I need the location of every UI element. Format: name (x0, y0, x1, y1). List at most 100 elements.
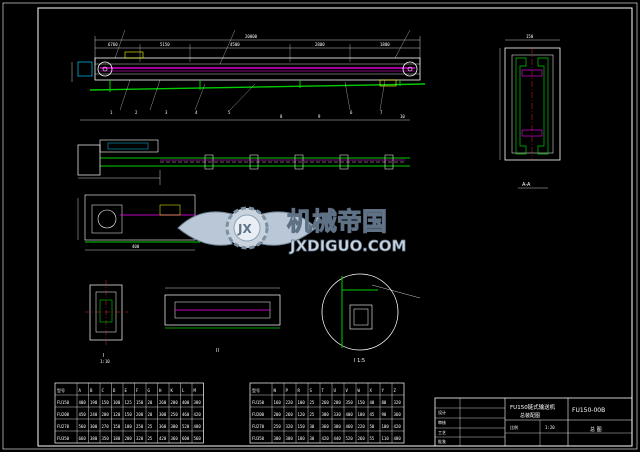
table-cell: 420 (194, 412, 202, 417)
table-cell: 25 (310, 412, 315, 417)
table-cell: 200 (102, 412, 110, 417)
table-cell: 600 (182, 436, 190, 441)
table-cell: 480 (194, 424, 202, 429)
table-cell: 350 (346, 400, 354, 405)
table-header-cell: P (286, 388, 289, 393)
table-cell: 200 (125, 436, 133, 441)
table-cell: 460 (346, 424, 354, 429)
sheet-inner-border (37, 7, 633, 447)
table-cell: 450 (79, 412, 87, 417)
detail-one-view: I 1:10 (85, 280, 128, 364)
label-detail-two: II (216, 348, 219, 354)
watermark-badge: JX (237, 222, 252, 236)
part-number-8: 8 (280, 114, 283, 119)
table-cell: 100 (298, 400, 306, 405)
table-header-cell: L (182, 388, 185, 393)
cell-scale: 比例 (510, 424, 518, 430)
table-cell: 260 (322, 400, 330, 405)
detail-two-view: II (164, 287, 281, 354)
label-section-a: A-A (522, 182, 531, 188)
table-cell: 460 (182, 412, 190, 417)
dim-segment-d: 2800 (315, 42, 325, 47)
table-cell: 150 (125, 412, 133, 417)
table-cell: 300 (274, 436, 282, 441)
part-number-1: 1 (110, 110, 113, 115)
table-cell: 240 (90, 412, 98, 417)
table-header-cell: S (310, 388, 313, 393)
watermark-brand-cn: 机械帝国 (287, 207, 387, 236)
title-block: FU150链式输送机 总装配图 FU150-00B 总 图 设计 审核 工艺 批… (434, 397, 633, 447)
table-cell: 360 (159, 424, 167, 429)
table-cell: 280 (334, 400, 342, 405)
table-cell: 150 (298, 424, 306, 429)
table-cell: FU270 (57, 424, 70, 429)
table-header-cell: B (90, 388, 93, 393)
table-header-cell: U (334, 388, 337, 393)
dim-detail-width: 400 (132, 244, 140, 249)
table-cell: 520 (346, 436, 354, 441)
cell-scale-value: 1:20 (545, 425, 555, 430)
table-cell: 220 (358, 424, 366, 429)
drawing-number: FU150-00B (572, 407, 605, 414)
table-cell: 260 (159, 400, 167, 405)
table-cell: 320 (394, 400, 402, 405)
table-cell: FU150 (252, 400, 265, 405)
table-header-cell: K (171, 388, 174, 393)
table-header-cell: M (194, 388, 197, 393)
part-number-2: 2 (135, 110, 138, 115)
title-main: FU150链式输送机 (510, 403, 556, 411)
table-cell: 100 (113, 400, 121, 405)
table-cell: 30 (310, 424, 315, 429)
table-cell: 45 (370, 412, 375, 417)
table-cell: 300 (90, 424, 98, 429)
table-border (54, 382, 204, 444)
table-header-cell: W (358, 388, 361, 393)
table-cell: 400 (346, 412, 354, 417)
table-cell: 420 (322, 436, 330, 441)
table-cell: FU200 (252, 412, 265, 417)
table-cell: 300 (322, 412, 330, 417)
table-cell: 380 (286, 436, 294, 441)
table-cell: 250 (171, 412, 179, 417)
part-number-3: 3 (165, 110, 168, 115)
table-cell: 40 (370, 400, 375, 405)
sheet-label: 总 图 (590, 426, 602, 433)
table-cell: 180 (125, 424, 133, 429)
table-header-cell: Z (394, 388, 397, 393)
table-cell: 320 (136, 436, 144, 441)
table-cell: 560 (194, 436, 202, 441)
table-cell: FU150 (57, 400, 70, 405)
dim-segment-a: 6760 (108, 42, 118, 47)
label-detail-scale: 1:10 (100, 359, 110, 364)
table-cell: 270 (102, 424, 110, 429)
part-number-4: 4 (195, 110, 198, 115)
table-cell: 30 (310, 436, 315, 441)
table-cell: 520 (182, 424, 190, 429)
table-cell: 55 (370, 436, 375, 441)
table-cell: FU350 (252, 436, 265, 441)
part-number-9: 9 (318, 114, 321, 119)
table-cell: 380 (194, 400, 202, 405)
cell-design: 设计 (438, 409, 446, 415)
chain-plan-view: 8 9 10 (77, 114, 410, 185)
table-cell: 150 (102, 400, 110, 405)
table-cell: 360 (322, 424, 330, 429)
table-header-cell: Y (382, 388, 385, 393)
dim-segment-b: 5150 (160, 42, 170, 47)
table-cell: 150 (113, 424, 121, 429)
table-cell: 20 (148, 400, 153, 405)
table-cell: 25 (148, 436, 153, 441)
table-cell: 25 (148, 424, 153, 429)
table-cell: 120 (113, 412, 121, 417)
part-number-7: 7 (380, 110, 383, 115)
table-cell: FU200 (57, 412, 70, 417)
table-cell: 100 (382, 424, 390, 429)
title-sub: 总装配图 (520, 412, 540, 419)
table-cell: 150 (136, 400, 144, 405)
label-detail-one: I (103, 353, 104, 359)
table-cell: 360 (171, 436, 179, 441)
table-cell: 80 (382, 400, 387, 405)
